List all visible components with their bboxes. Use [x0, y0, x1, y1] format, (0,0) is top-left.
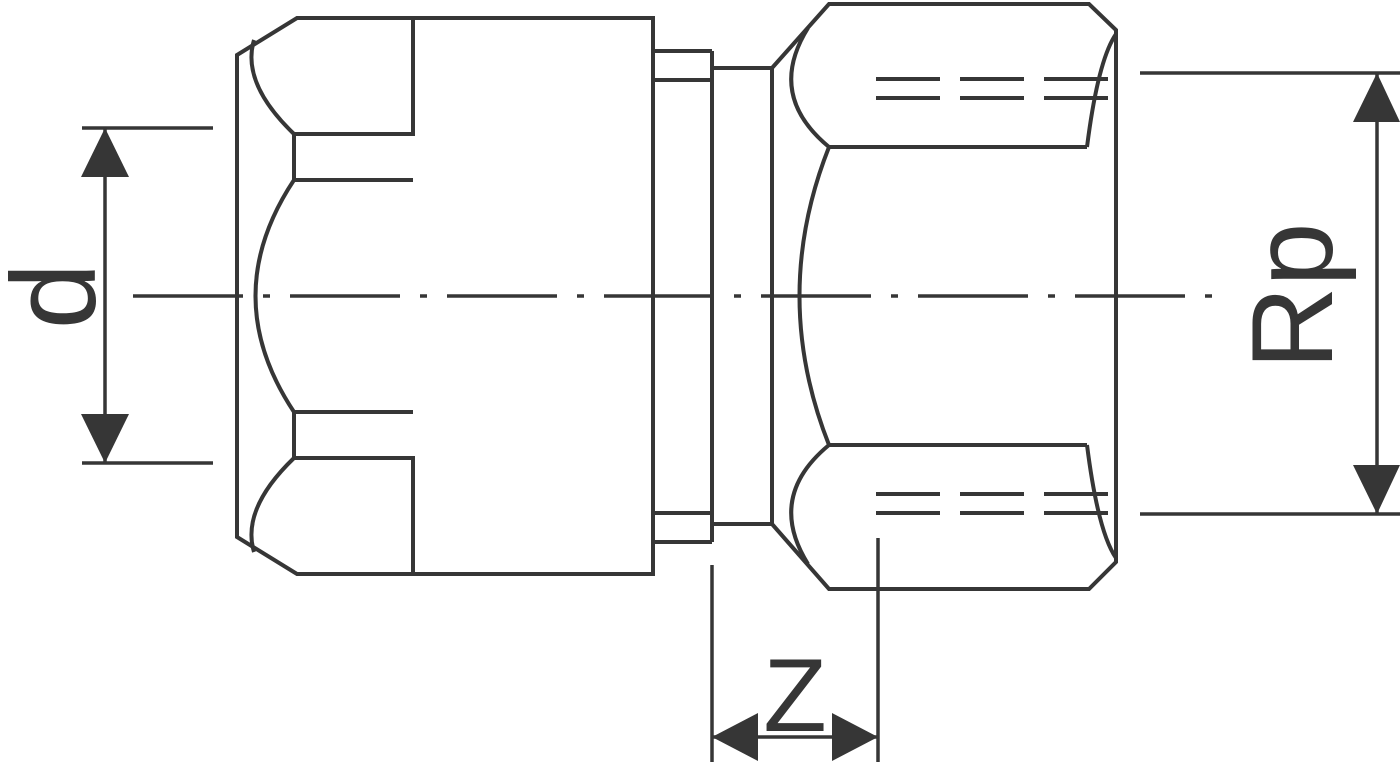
neck-tube-bottom — [653, 511, 712, 544]
nut-step-bottom — [292, 410, 415, 574]
nut-lobe-arc-middle — [253, 178, 296, 414]
z-arrowhead-left — [712, 713, 758, 761]
d-arrowhead-up — [81, 128, 129, 177]
rp-dimension-label: Rp — [1229, 222, 1357, 369]
internal-thread — [876, 77, 1113, 515]
rp-arrowhead-down — [1353, 465, 1400, 514]
rp-arrowhead-up — [1353, 73, 1400, 122]
nut-lobe-arc-top — [249, 39, 296, 136]
hex-chamfer-arc-upper-right — [1085, 32, 1118, 148]
hex-corner-arc-lower-left — [789, 443, 831, 566]
z-dimension-label: Z — [763, 638, 827, 754]
d-arrowhead-down — [81, 414, 129, 463]
dimension-rp: Rp — [1140, 71, 1400, 516]
nut-lobe-arc-bottom — [249, 456, 296, 553]
neck-tube-top — [653, 49, 712, 82]
dimension-z: Z — [710, 538, 880, 762]
hex-corner-arc-upper-left — [789, 26, 831, 149]
nut-step-top — [292, 18, 415, 182]
hex-chamfer-arc-lower-right — [1085, 444, 1118, 560]
d-dimension-label: d — [0, 263, 121, 330]
z-arrowhead-right — [832, 713, 878, 761]
union-nut — [235, 16, 655, 576]
nut-outline — [235, 16, 655, 576]
dimension-d: d — [0, 126, 213, 465]
